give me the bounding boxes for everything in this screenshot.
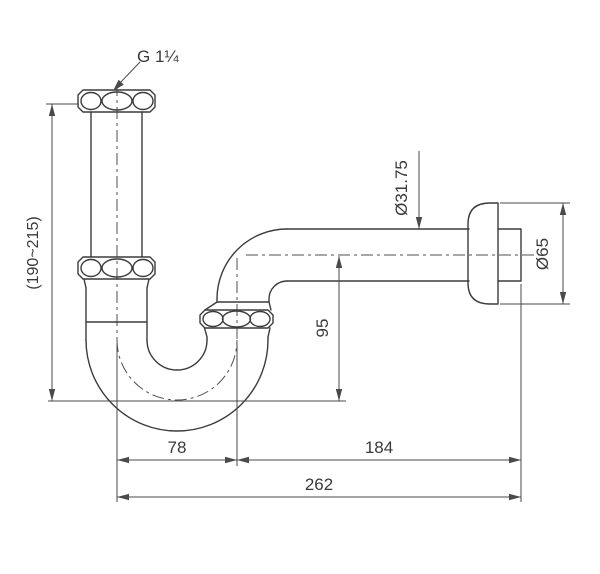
labels: G 1¼ (190~215) Ø31.75 Ø65 95 78 184 262 bbox=[25, 47, 552, 494]
arrow-overall-right bbox=[509, 493, 521, 501]
wall-flange bbox=[467, 202, 499, 305]
thread-leader bbox=[118, 61, 141, 85]
outlet-tube bbox=[286, 228, 470, 282]
arrow-height-top bbox=[48, 104, 56, 116]
arrow-depth-top bbox=[335, 256, 343, 268]
middle-ferrule bbox=[83, 278, 87, 289]
arrow-height-bottom bbox=[48, 389, 56, 401]
inlet-tube bbox=[90, 111, 143, 258]
arrow-depth-bottom bbox=[335, 389, 343, 401]
label-tube-diameter: Ø31.75 bbox=[392, 160, 411, 216]
arrow-flange-top bbox=[559, 203, 567, 215]
label-installation-height: (190~215) bbox=[25, 216, 42, 289]
u-bend bbox=[85, 339, 269, 432]
label-outlet-length: 184 bbox=[365, 438, 393, 457]
label-trap-depth: 95 bbox=[313, 319, 332, 338]
part-outlines bbox=[77, 89, 522, 432]
label-flange-diameter: Ø65 bbox=[533, 238, 552, 270]
wall-tube-stub bbox=[497, 228, 522, 282]
riser-nut bbox=[199, 301, 274, 341]
arrow-offset-left bbox=[117, 456, 129, 464]
ubend-centerline bbox=[116, 339, 238, 401]
arrow-offset-right bbox=[509, 456, 521, 464]
arrow-flange-bottom bbox=[559, 292, 567, 304]
arrow-offset-mid-left bbox=[225, 456, 237, 464]
middle-nut bbox=[77, 256, 156, 289]
dimension-lines bbox=[46, 61, 570, 502]
arrow-thread-leader bbox=[113, 79, 124, 91]
label-thread-size: G 1¼ bbox=[137, 47, 179, 66]
outlet-elbow bbox=[216, 228, 288, 303]
label-overall-width: 262 bbox=[305, 475, 333, 494]
arrow-tube-dia bbox=[415, 217, 423, 229]
label-trap-offset: 78 bbox=[168, 438, 187, 457]
arrowheads bbox=[48, 79, 567, 501]
inlet-nut bbox=[77, 89, 156, 113]
arrow-offset-mid-right bbox=[237, 456, 249, 464]
trap-left-arm bbox=[85, 287, 148, 341]
arrow-overall-left bbox=[117, 493, 129, 501]
centerlines bbox=[116, 84, 543, 401]
